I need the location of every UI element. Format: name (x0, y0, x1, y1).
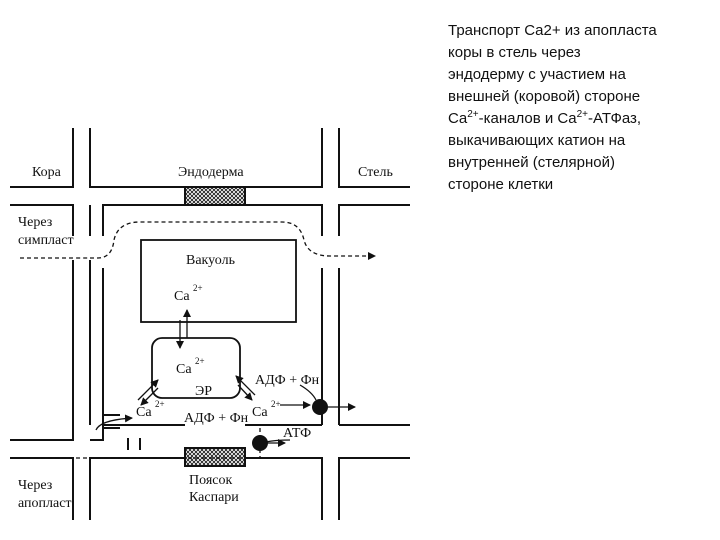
arrow-er-left-in (137, 379, 159, 401)
caption-channels: -каналов и Ca (478, 110, 577, 127)
label-atp: АТФ (283, 426, 311, 441)
label-adp-pn-left: АДФ + Фн (184, 411, 249, 426)
caption-text: Транспорт Ca2+ из апопласта коры в стель… (448, 20, 708, 196)
top-wall-center-cell-right (245, 128, 323, 188)
bottom-wall-lower-left-inner (89, 457, 185, 520)
arrow-er-right-out (237, 384, 253, 401)
caption-line: внутренней (стелярной) (448, 154, 616, 171)
label-endodermis: Эндодерма (178, 165, 244, 180)
caption-charge: 2+ (467, 109, 479, 120)
bottom-wall-mid-left (90, 425, 104, 441)
endoplasmic-reticulum (151, 337, 241, 399)
label-stele: Стель (358, 165, 393, 180)
label-adp-pn-right: АДФ + Фн (255, 373, 320, 388)
casparian-strip-top (184, 186, 246, 206)
top-wall-right-cell (338, 204, 410, 236)
label-ca-vacuole: Ca (174, 289, 190, 304)
label-symplast-2: симпласт (18, 233, 74, 248)
top-wall-left-cell (10, 128, 74, 188)
symplast-path-line (20, 221, 376, 260)
bottom-wall-lower-stele (338, 457, 410, 520)
caption-line: эндодерму с участием на (448, 66, 626, 83)
label-er: ЭР (195, 384, 212, 399)
caption-ca: Ca (448, 110, 468, 127)
label-caspary-2: Каспари (189, 490, 239, 505)
ca-channel-icon (103, 414, 141, 450)
arrow-er-right-in (235, 375, 256, 396)
casparian-strip-bottom (184, 447, 246, 467)
plasmodesma-wall-left (10, 260, 74, 441)
top-wall-left-lower (10, 204, 74, 236)
caption-line: стороне клетки (448, 176, 554, 193)
top-wall-stele-cell-low (245, 204, 323, 236)
caption-line: коры в стель через (448, 44, 581, 61)
label-ca-vacuole-charge: 2+ (193, 283, 203, 293)
label-ca-channel-charge: 2+ (155, 399, 165, 409)
caption-atpases: -АТФаз, (587, 110, 642, 127)
label-cortex: Кора (32, 165, 62, 180)
label-ca-pump: Ca (252, 405, 268, 420)
caption-line: внешней (коровой) стороне (448, 88, 641, 105)
caption-line: Транспорт Ca2+ из апопласта (448, 22, 657, 39)
top-wall-stele-cell (338, 128, 410, 188)
label-ca-pump-charge: 2+ (271, 399, 281, 409)
label-ca-channel: Ca (136, 405, 152, 420)
caption-line: Ca2+-каналов и Ca2+-АТФаз, (448, 108, 708, 130)
arrow-adp-from-pump (299, 384, 317, 401)
top-wall-center-cell (102, 204, 185, 236)
label-vacuole: Вакуоль (186, 253, 235, 268)
ca-atpase-pump-bottom (252, 435, 268, 451)
bottom-wall-lower-right (245, 457, 323, 520)
label-ca-er: Ca (176, 362, 192, 377)
label-symplast-1: Через (18, 215, 53, 230)
label-apoplast-2: апопласт (18, 496, 72, 511)
caption-charge: 2+ (576, 109, 588, 120)
caption-line: выкачивающих катион на (448, 132, 626, 149)
vacuole (140, 239, 297, 323)
arrow-er-left-out (140, 387, 159, 406)
arrow-ca-channel-in (95, 414, 133, 431)
top-wall-left-cell-inner (89, 128, 185, 188)
ca-atpase-pump-right (312, 399, 328, 415)
arrow-atp-to-pump (265, 439, 291, 443)
label-ca-er-charge: 2+ (195, 356, 205, 366)
label-caspary-1: Поясок (189, 473, 232, 488)
label-apoplast-1: Через (18, 478, 53, 493)
